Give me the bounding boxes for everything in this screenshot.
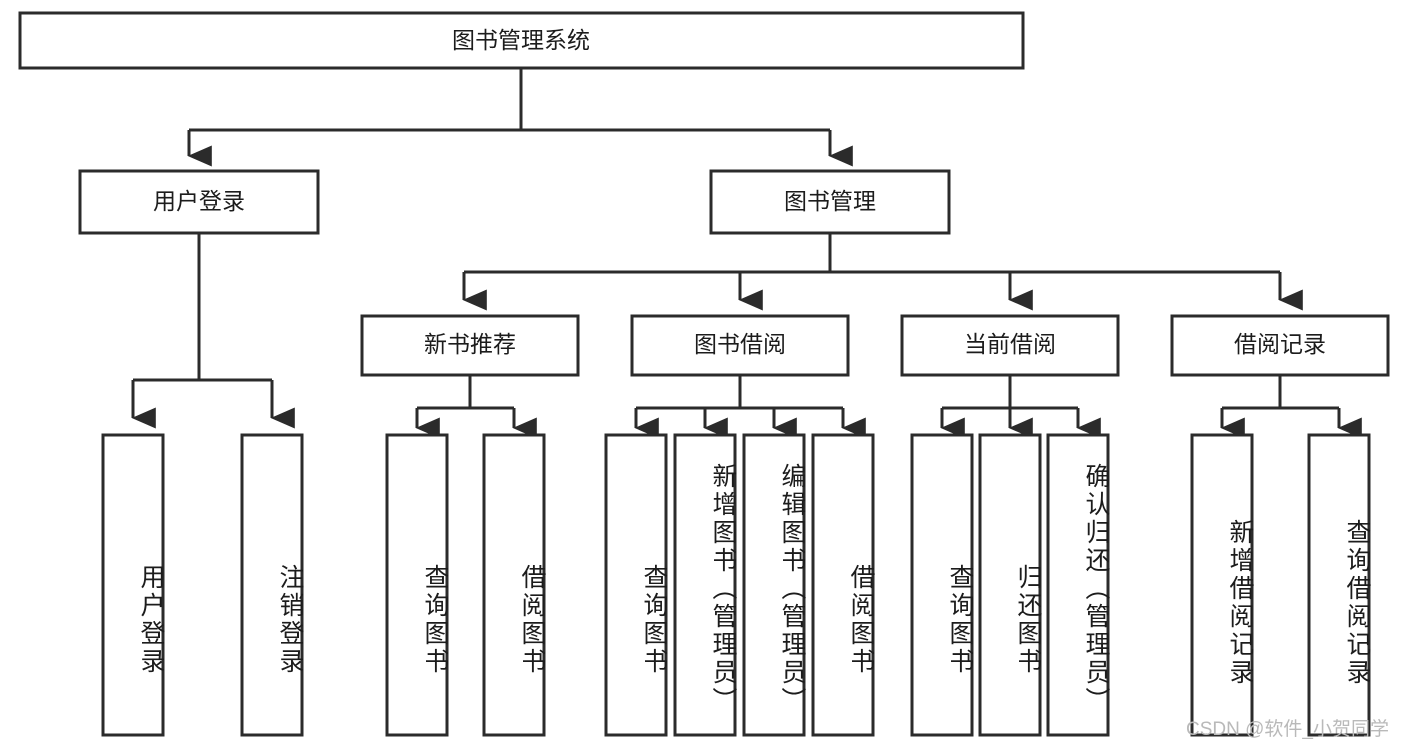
leaf-box-current-borrow-1[interactable] [910,433,974,737]
node-root[interactable]: 图书管理系统 [18,11,1025,70]
edges-book-borrow-to-leaves [634,375,866,439]
leaf-box-borrow-record-2[interactable] [1307,433,1371,737]
csdn-watermark: CSDN @软件_小贺同学 [1186,719,1389,740]
leaf-box-book-borrow-3[interactable] [742,433,806,737]
node-user-login[interactable]: 用户登录 [78,169,320,235]
node-new-book-recommend-label: 新书推荐 [424,331,516,357]
leaf-box-user-login-2[interactable] [240,433,304,737]
node-book-borrow-label: 图书借阅 [694,331,786,357]
node-book-manage[interactable]: 图书管理 [709,169,951,235]
leaf-box-new-book-recommend-1[interactable] [385,433,449,737]
node-current-borrow-box[interactable] [900,314,1120,377]
leaf-box-current-borrow-3[interactable] [1046,433,1110,737]
node-current-borrow[interactable]: 当前借阅 [900,314,1120,377]
edges-root-to-level2 [187,68,853,167]
node-root-label: 图书管理系统 [452,27,590,53]
edges-new-book-recommend-to-leaves [415,375,537,439]
edges-borrow-record-to-leaves [1220,375,1362,439]
leaf-box-book-borrow-2[interactable] [673,433,737,737]
node-book-manage-box[interactable] [709,169,951,235]
leaf-box-current-borrow-2[interactable] [978,433,1042,737]
edges-book-manage-to-level3 [462,233,1303,311]
node-new-book-recommend-box[interactable] [360,314,580,377]
node-current-borrow-label: 当前借阅 [964,331,1056,357]
node-book-manage-label: 图书管理 [784,188,876,214]
node-borrow-record-label: 借阅记录 [1234,331,1326,357]
node-new-book-recommend[interactable]: 新书推荐 [360,314,580,377]
leaf-box-new-book-recommend-2[interactable] [482,433,546,737]
node-user-login-label: 用户登录 [153,188,245,214]
edges-user-login-to-leaves [131,233,295,429]
node-book-borrow[interactable]: 图书借阅 [630,314,850,377]
leaf-box-borrow-record-1[interactable] [1190,433,1254,737]
edges-current-borrow-to-leaves [940,375,1101,439]
node-borrow-record[interactable]: 借阅记录 [1170,314,1390,377]
node-book-borrow-box[interactable] [630,314,850,377]
leaf-box-user-login-1[interactable] [101,433,165,737]
leaf-box-book-borrow-4[interactable] [811,433,875,737]
node-root-box[interactable] [18,11,1025,70]
node-borrow-record-box[interactable] [1170,314,1390,377]
leaf-box-book-borrow-1[interactable] [604,433,668,737]
